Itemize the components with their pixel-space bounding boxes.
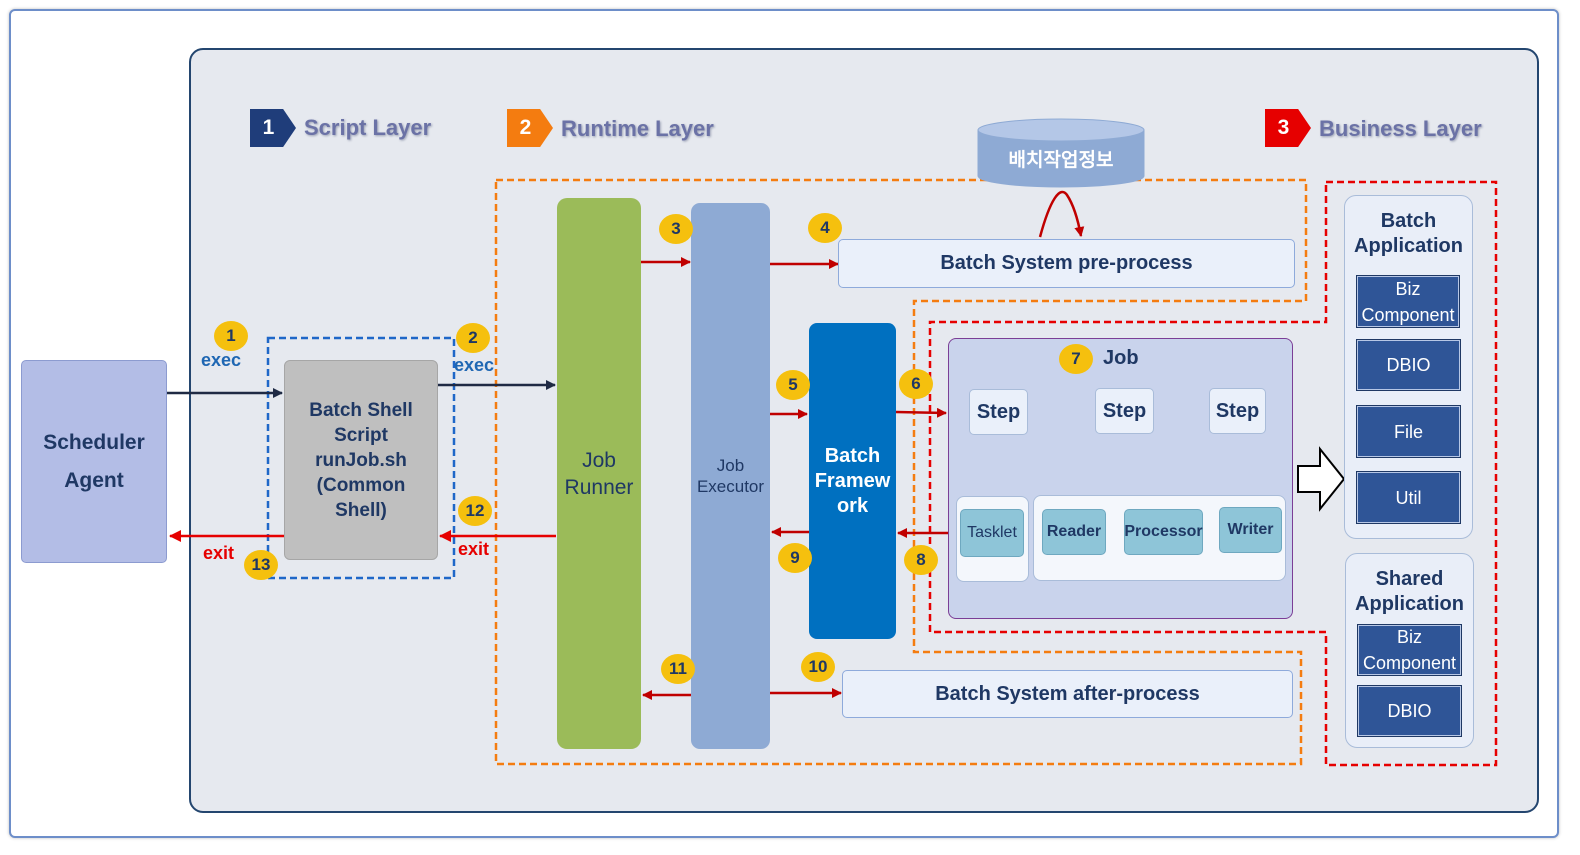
db-arrow <box>1038 190 1085 238</box>
step-badge-10: 10 <box>801 652 835 682</box>
batch-framework: Batch Framew ork <box>809 323 896 639</box>
to-business-arrow <box>1297 446 1346 512</box>
step-badge-12: 12 <box>458 496 492 526</box>
business-layer-border <box>928 180 1498 767</box>
job-executor: Job Executor <box>691 203 770 749</box>
exec-label-2: exec <box>454 355 495 375</box>
batch-framework-line3: ork <box>836 494 869 517</box>
batch-shell-line2: Script <box>334 424 388 446</box>
step-badge-2: 2 <box>456 323 490 353</box>
batch-app-biz-component: Biz Component <box>1356 275 1460 328</box>
script-layer-border <box>266 336 456 580</box>
shared-application-line2: Application <box>1355 593 1464 615</box>
job-executor-line1: Job <box>716 456 745 475</box>
shared-app-biz-component: Biz Component <box>1357 624 1462 676</box>
batch-app-file: File <box>1356 405 1461 458</box>
runtime-layer-label: Runtime Layer <box>561 116 714 141</box>
batch-app-util: Util <box>1356 471 1461 524</box>
writer-box: Writer <box>1219 507 1282 553</box>
shared-application-line1: Shared <box>1375 568 1444 590</box>
arrow-6 <box>895 407 947 418</box>
shared-biz-component-line2: Component <box>1362 653 1457 673</box>
shared-biz-component-line1: Biz <box>1396 627 1422 647</box>
exit-label-1: exit <box>203 543 235 563</box>
batch-shell-line4: (Common <box>316 474 406 496</box>
business-layer-label: Business Layer <box>1319 116 1482 141</box>
db-cylinder <box>977 118 1145 188</box>
job-runner-line2: Runner <box>564 475 634 499</box>
step-badge-4: 4 <box>808 213 842 243</box>
job-runner: Job Runner <box>557 198 641 749</box>
exit-label-2: exit <box>458 539 490 559</box>
batch-shell-line5: Shell) <box>335 499 387 521</box>
job-runner-line1: Job <box>582 448 616 472</box>
step-badge-1: 1 <box>214 321 248 351</box>
step-badge-3: 3 <box>659 214 693 244</box>
scheduler-agent: Scheduler Agent <box>21 360 167 563</box>
step-badge-11: 11 <box>661 654 695 684</box>
processor-box: Processor <box>1124 509 1203 555</box>
tasklet-box: Tasklet <box>960 509 1024 557</box>
scheduler-agent-line1: Scheduler <box>43 430 145 454</box>
batch-app-dbio: DBIO <box>1356 339 1461 391</box>
shared-application-title: Shared Application <box>1345 566 1474 618</box>
batch-application-line1: Batch <box>1380 210 1437 232</box>
batch-shell-script: Batch Shell Script runJob.sh (Common She… <box>284 360 438 560</box>
biz-component-line1: Biz <box>1395 278 1421 299</box>
batch-framework-line2: Framew <box>814 469 891 492</box>
step-badge-13: 13 <box>244 550 278 580</box>
step-badge-5: 5 <box>776 370 810 400</box>
script-layer-label: Script Layer <box>304 115 432 140</box>
exec-label-1: exec <box>201 350 242 370</box>
pre-process-box: Batch System pre-process <box>838 239 1295 288</box>
reader-box: Reader <box>1042 509 1106 555</box>
step-badge-6: 6 <box>899 369 933 399</box>
step-badge-7: 7 <box>1059 344 1093 374</box>
batch-application-title: Batch Application <box>1344 208 1473 260</box>
step-2: Step <box>1095 388 1154 434</box>
biz-component-line2: Component <box>1361 304 1455 325</box>
job-title: Job <box>1103 347 1139 369</box>
job-executor-line2: Executor <box>696 477 765 496</box>
step-badge-9: 9 <box>778 543 812 573</box>
batch-application-line2: Application <box>1354 235 1463 257</box>
after-process-box: Batch System after-process <box>842 670 1293 718</box>
step-1: Step <box>969 389 1028 435</box>
db-label: 배치작업정보 <box>1008 149 1114 171</box>
scheduler-agent-line2: Agent <box>64 468 124 492</box>
batch-shell-line3: runJob.sh <box>315 449 407 471</box>
shared-app-dbio: DBIO <box>1357 685 1462 737</box>
step-3: Step <box>1209 388 1266 434</box>
step-badge-8: 8 <box>904 545 938 575</box>
runtime-layer-border <box>494 178 1308 766</box>
batch-shell-line1: Batch Shell <box>309 399 413 421</box>
batch-framework-line1: Batch <box>824 444 881 467</box>
